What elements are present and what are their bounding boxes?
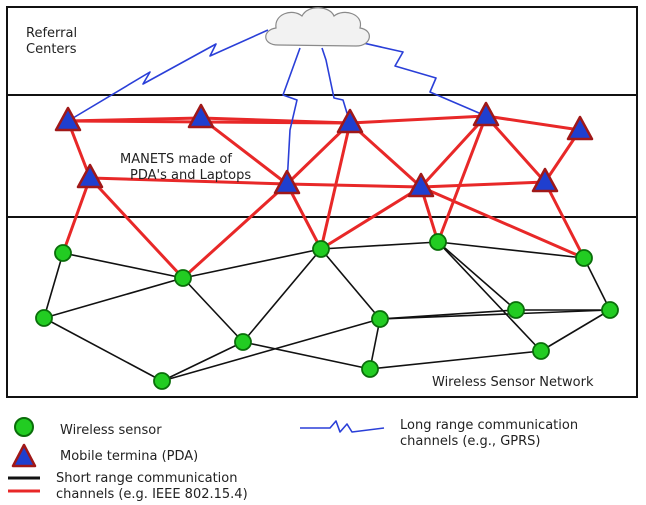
short-range-link (161, 318, 381, 382)
short-range-link (182, 277, 244, 343)
manet-link (484, 114, 582, 132)
short-range-links (43, 241, 611, 382)
manet-link (88, 176, 185, 280)
legend-long-range-label: Long range communication channels (e.g.,… (400, 418, 579, 449)
manet-link (285, 182, 423, 189)
long-range-link (321, 47, 351, 124)
short-range-link (43, 317, 163, 382)
manet-link (484, 114, 547, 184)
wireless-sensor-node (361, 360, 379, 378)
wsn-label: Wireless Sensor Network (432, 375, 594, 390)
mobile-terminal-node (336, 108, 364, 134)
wireless-sensor-node (234, 333, 252, 351)
wireless-sensor-node (54, 244, 72, 262)
manet-link (285, 182, 323, 251)
short-range-link (369, 350, 542, 370)
mobile-terminal-node (531, 167, 559, 193)
short-range-link (62, 252, 184, 279)
legend-long-range-icon (300, 420, 385, 433)
referral-centers-label: Referral Centers (26, 26, 78, 57)
manet-links (61, 114, 586, 280)
terminal-nodes (54, 101, 594, 198)
short-range-link (583, 257, 611, 311)
legend-short-range-label: Short range communication channels (e.g.… (56, 471, 248, 502)
mobile-terminal-node (472, 101, 500, 127)
mobile-terminal-node (566, 115, 594, 141)
short-range-link (540, 309, 611, 352)
manet-link (348, 121, 423, 189)
short-range-link (182, 248, 322, 279)
long-range-link (349, 39, 487, 117)
wireless-sensor-node (174, 269, 192, 287)
wireless-sensor-node (312, 240, 330, 258)
short-range-link (161, 341, 244, 382)
short-range-link (242, 248, 322, 343)
cloud-icon (265, 7, 370, 47)
wireless-sensor-node (575, 249, 593, 267)
legend-sensor-label: Wireless sensor (60, 423, 162, 438)
wireless-sensor-node (371, 310, 389, 328)
manet-link (419, 180, 547, 189)
short-range-link (320, 248, 381, 320)
manet-link (61, 176, 92, 255)
legend-terminal-label: Mobile termina (PDA) (60, 449, 199, 464)
sensor-nodes (35, 233, 619, 390)
short-range-link (379, 309, 611, 320)
manet-link (199, 116, 289, 186)
long-range-link (282, 47, 301, 185)
short-range-link (242, 341, 371, 370)
short-range-link (43, 277, 184, 319)
manet-link (348, 114, 488, 125)
short-range-link (320, 241, 439, 250)
wireless-sensor-node (532, 342, 550, 360)
manet-link (543, 180, 586, 260)
legend-sensor-icon (14, 417, 34, 437)
mobile-terminal-node (273, 169, 301, 195)
short-range-link (437, 241, 585, 259)
mobile-terminal-node (54, 106, 82, 132)
manet-link (319, 121, 352, 251)
wireless-sensor-node (601, 301, 619, 319)
wireless-sensor-node (153, 372, 171, 390)
mobile-terminal-node (76, 163, 104, 189)
manet-link (419, 185, 586, 260)
short-range-link (43, 252, 64, 319)
mobile-terminal-node (407, 172, 435, 198)
manet-link (436, 114, 488, 244)
manet-link (88, 176, 289, 186)
wireless-sensor-node (507, 301, 525, 319)
wireless-sensor-node (35, 309, 53, 327)
short-range-link (437, 241, 517, 311)
wireless-sensor-node (429, 233, 447, 251)
long-range-links (67, 29, 487, 185)
manets-label: MANETS made of PDA's and Laptops (120, 152, 252, 183)
zones-frame (6, 6, 638, 398)
manet-link (419, 114, 488, 189)
mobile-terminal-node (187, 103, 215, 129)
manet-link (181, 182, 289, 280)
legend-terminal-icon (11, 443, 37, 468)
short-range-link (437, 241, 542, 352)
manet-link (319, 185, 423, 251)
long-range-link (67, 29, 269, 122)
